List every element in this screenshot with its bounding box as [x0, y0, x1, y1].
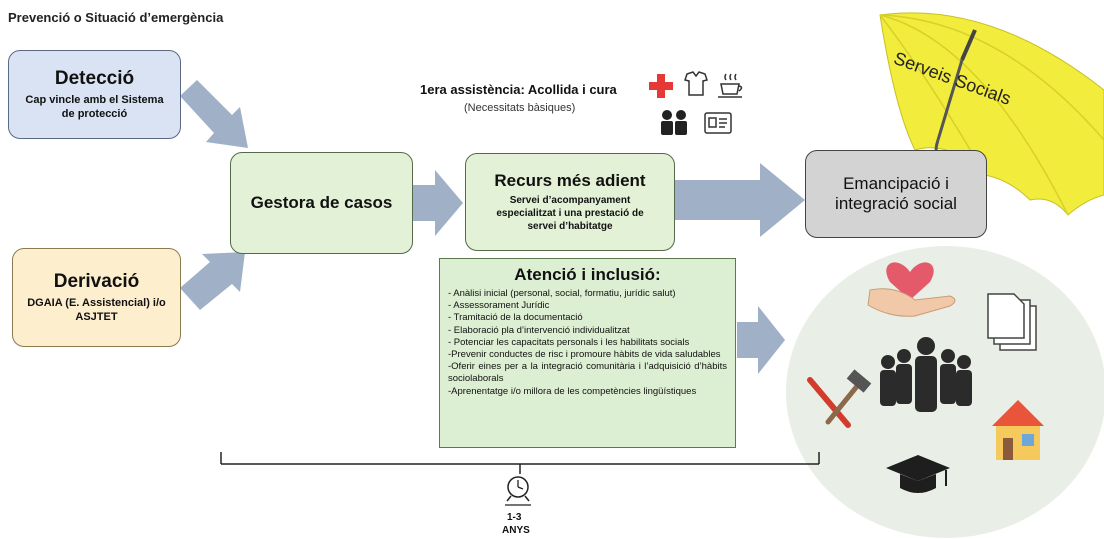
derivacio-title: Derivació — [53, 270, 140, 292]
documents-icon — [987, 293, 1037, 351]
deteccio-subtitle: Cap vincle amb el Sistema de protecció — [25, 93, 164, 120]
deteccio-box: Detecció Cap vincle amb el Sistema de pr… — [8, 50, 181, 139]
list-item: - Tramitació de la documentació — [448, 312, 583, 324]
recurs-subtitle: Servei d’acompanyament especialitzat i u… — [496, 194, 644, 232]
arrow-recurs-emancip — [675, 163, 805, 237]
gestora-box: Gestora de casos — [230, 152, 413, 254]
derivacio-subtitle: DGAIA (E. Assistencial) i/o ASJTET — [27, 296, 166, 323]
flow-arrows — [180, 80, 805, 374]
list-item: - Anàlisi inicial (personal, social, for… — [448, 288, 676, 299]
recurs-title: Recurs més adient — [494, 171, 646, 191]
assistencia-title: 1era assistència: Acollida i cura — [420, 82, 617, 97]
emancipacio-box: Emancipació i integració social — [805, 150, 987, 238]
gestora-title: Gestora de casos — [250, 193, 393, 213]
assistencia-subtitle: (Necessitats bàsiques) — [464, 102, 576, 114]
graduation-cap-icon — [886, 455, 950, 493]
arrow-deteccio-gestora — [180, 80, 248, 148]
tools-icon — [807, 369, 872, 428]
timeline-unit: ANYS — [502, 525, 530, 536]
arrow-atencio-circle — [737, 306, 785, 374]
list-item: - Assessorament Jurídic — [448, 300, 550, 312]
list-item: - Elaboració pla d’intervenció individua… — [448, 324, 630, 336]
people-icon — [661, 110, 687, 135]
house-icon — [992, 400, 1044, 460]
atencio-title: Atenció i inclusió: — [514, 265, 661, 284]
atencio-box: Atenció i inclusió: - Anàlisi inicial (p… — [439, 258, 736, 448]
arrow-gestora-recurs — [413, 170, 463, 236]
id-card-icon — [704, 112, 732, 134]
clothes-icon — [684, 71, 708, 96]
first-aid-icon — [649, 74, 673, 98]
recurs-box: Recurs més adient Servei d’acompanyament… — [465, 153, 675, 251]
atencio-list: - Anàlisi inicial (personal, social, for… — [448, 288, 727, 398]
list-item: -Aprenentatge i/o millora de les competè… — [448, 385, 697, 397]
coffee-icon — [718, 73, 743, 98]
arrow-derivacio-gestora — [180, 252, 245, 310]
clock-icon — [505, 476, 531, 506]
group-icon — [880, 337, 972, 412]
page-title: Prevenció o Situació d’emergència — [8, 10, 224, 25]
timeline-duration: 1-3 — [507, 512, 522, 523]
list-item: -Oferir eines per a la integració comuni… — [448, 361, 727, 385]
emancipacio-title: Emancipació i integració social — [835, 174, 957, 213]
list-item: -Prevenir conductes de risc i promoure h… — [448, 349, 721, 361]
deteccio-title: Detecció — [54, 67, 135, 89]
list-item: - Potenciar les capacitats personals i l… — [448, 336, 690, 348]
heart-hand-icon — [867, 262, 956, 317]
timeline-bracket — [220, 452, 820, 474]
derivacio-box: Derivació DGAIA (E. Assistencial) i/o AS… — [12, 248, 181, 347]
